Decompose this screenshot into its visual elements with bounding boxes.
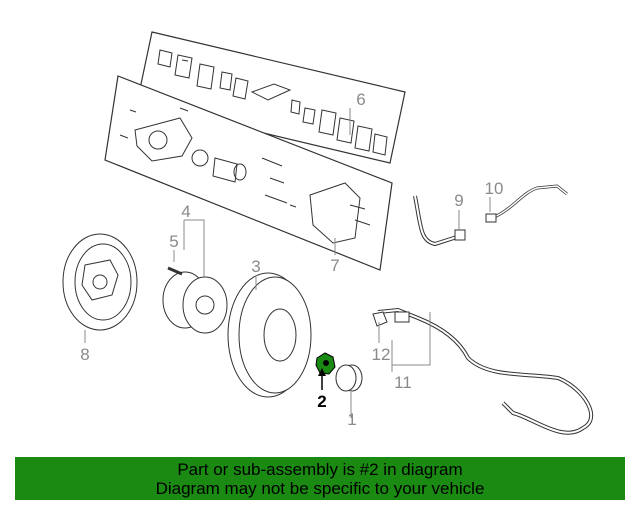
- callout-12: 12: [372, 345, 391, 364]
- callout-9: 9: [454, 191, 463, 210]
- brake-pad-kit-plate: [136, 31, 406, 164]
- callout-11: 11: [394, 373, 412, 392]
- banner-line-part: Part or sub-assembly is #2 in diagram: [177, 460, 463, 479]
- callout-5: 5: [169, 232, 178, 251]
- parts-diagram: 1 2 3 4 5 6 7 8 9 10 11 12: [62, 31, 594, 435]
- leader-lines: [84, 108, 491, 418]
- callout-4: 4: [181, 202, 190, 221]
- diagram-note-banner: Part or sub-assembly is #2 in diagram Di…: [15, 457, 625, 500]
- callout-6: 6: [356, 90, 365, 109]
- brake-hose: [413, 195, 466, 247]
- hub-bolt: [167, 266, 183, 276]
- callout-10: 10: [485, 179, 504, 198]
- backing-plate: [62, 233, 138, 331]
- banner-line-disclaimer: Diagram may not be specific to your vehi…: [155, 479, 485, 498]
- callout-3: 3: [251, 257, 260, 276]
- spindle-nut: [315, 352, 336, 375]
- callout-2: 2: [317, 392, 326, 411]
- brake-disc: [227, 272, 312, 398]
- callout-1: 1: [347, 410, 356, 429]
- callout-8: 8: [80, 345, 89, 364]
- callout-7: 7: [330, 256, 339, 275]
- harness-clip: [372, 311, 388, 327]
- abs-sensor-upper: [485, 184, 568, 223]
- caliper-kit-plate: [104, 75, 393, 271]
- abs-sensor-harness: [377, 307, 594, 435]
- hub-bearing: [162, 271, 228, 334]
- hub-cap: [335, 364, 363, 392]
